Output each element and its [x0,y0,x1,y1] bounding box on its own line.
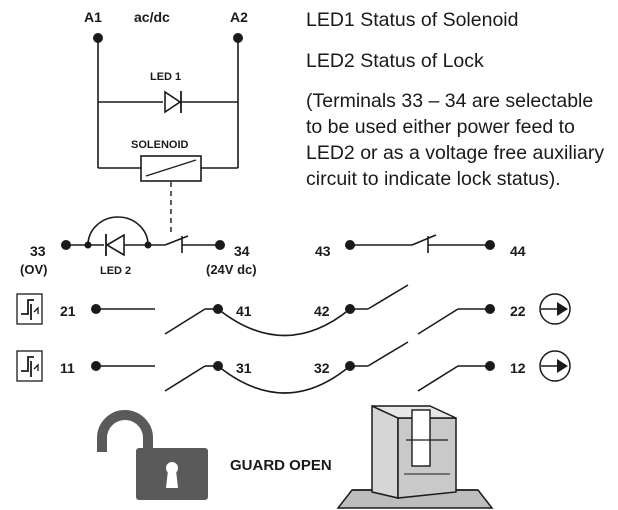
terminal-34-dot [215,240,225,250]
terminal-21-label: 21 [60,303,76,319]
terminal-42-label: 42 [314,303,330,319]
led2-bypass-arc [87,216,149,246]
terminal-a2-label: A2 [230,9,248,25]
terminal-32-label: 32 [314,360,330,376]
solenoid-coil-icon [140,155,202,182]
terminal-22-dot [485,304,495,314]
led1-label: LED 1 [150,71,181,83]
terminal-34-label: 34 [234,243,250,259]
led2-node-left [84,241,92,249]
terminal-41-label: 41 [236,303,252,319]
terminal-33-sub: (OV) [20,262,47,277]
legend-led2: LED2 Status of Lock [306,50,484,72]
legend-note-line1: (Terminals 33 – 34 are selectable [306,90,594,112]
contact-32-blade-upper [367,341,409,367]
contact-32-12-blade [417,365,459,392]
terminal-43-label: 43 [315,243,331,259]
contact-42-blade-upper [367,284,409,310]
solenoid-label: SOLENOID [131,139,189,151]
contact-11-31-blade [164,365,206,392]
guard-status-label: GUARD OPEN [230,457,332,474]
arrow-right-circle-icon [539,293,571,325]
padlock-open-icon [97,410,208,500]
terminal-31-label: 31 [236,360,252,376]
led2-label: LED 2 [100,265,131,277]
guard-actuator-icon [336,404,494,509]
terminal-44-label: 44 [510,243,526,259]
terminal-12-label: 12 [510,360,526,376]
link-31-32 [217,365,351,394]
led1-diode-icon [164,90,182,114]
link-41-42 [217,308,351,337]
contact-42-22-blade [417,308,459,335]
legend-note-line3: LED2 or as a voltage free auxiliary [306,142,605,164]
legend-led1: LED1 Status of Solenoid [306,9,519,31]
legend-note-line4: circuit to indicate lock status). [306,168,561,190]
terminal-44-dot [485,240,495,250]
terminal-34-sub: (24V dc) [206,262,257,277]
supply-acdc-label: ac/dc [134,9,170,25]
terminal-22-label: 22 [510,303,526,319]
contact-43-44-switch [411,234,437,253]
terminal-33-label: 33 [30,243,46,259]
switch-symbol-icon [16,350,43,382]
legend-note-line2: to be used either power feed to [306,116,575,138]
switch-symbol-icon [16,293,43,325]
arrow-right-circle-icon [539,350,571,382]
contact-21-41-blade [164,308,206,335]
terminal-11-label: 11 [60,360,75,376]
led2-diode-icon [105,233,125,257]
terminal-a1-label: A1 [84,9,102,25]
terminal-12-dot [485,361,495,371]
